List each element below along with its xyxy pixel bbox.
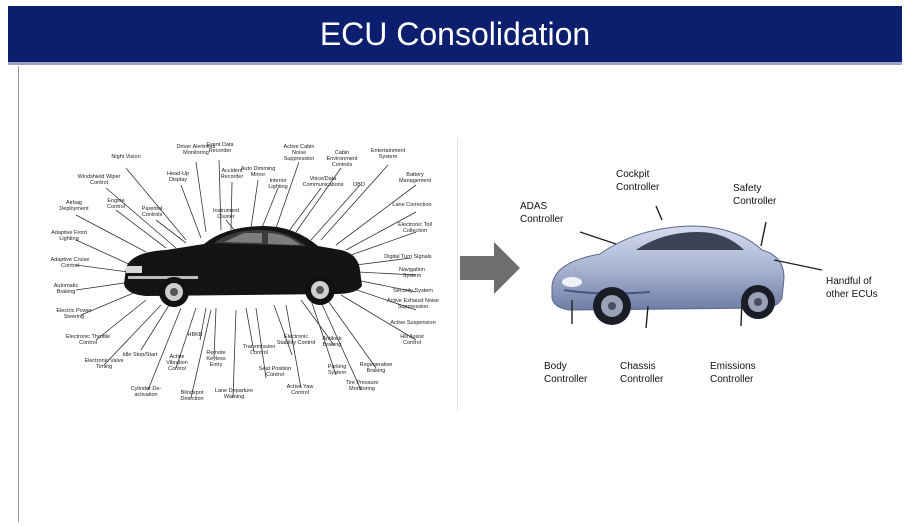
- label-handful-other-ecus: Handful of other ECUs: [826, 276, 878, 300]
- label-entertainment-system: Entertainment System: [370, 148, 406, 160]
- label-automatic-braking: Automatic Braking: [53, 283, 79, 295]
- label-adas-controller: ADAS Controller: [520, 201, 564, 225]
- label-adaptive-cruise: Adaptive Cruise Control: [50, 257, 90, 269]
- label-electronic-throttle: Electronic Throttle Control: [65, 334, 111, 346]
- left-margin-line: [18, 66, 19, 522]
- label-event-data-recorder: Event Data Recorder: [206, 142, 234, 154]
- label-active-yaw: Active Yaw Control: [286, 384, 314, 396]
- label-windshield-wiper: Windshield Wiper Control: [77, 174, 121, 186]
- callout-lines: [75, 159, 417, 399]
- many-ecus-panel: Night Vision Driver Alertness Monitoring…: [36, 140, 456, 410]
- label-security-system: Security System: [393, 288, 433, 294]
- label-airbag: Airbag Deployment: [59, 200, 89, 212]
- label-tire-pressure: Tire Pressure Monitoring: [345, 380, 379, 392]
- label-body-controller: Body Controller: [544, 361, 588, 385]
- label-antilock-braking: Antilock Braking: [322, 336, 342, 348]
- label-active-exhaust: Active Exhaust Noise Suppression: [387, 298, 439, 310]
- label-digital-turn-signals: Digital Turn Signals: [384, 254, 432, 260]
- label-voice-data: Voice/Data Communications: [302, 176, 344, 188]
- title-banner: ECU Consolidation: [8, 6, 902, 62]
- label-regenerative-braking: Regenerative Braking: [359, 362, 393, 374]
- panel-divider: [457, 138, 458, 410]
- label-obd: OBD: [353, 182, 365, 188]
- label-electronic-valve-timing: Electronic Valve Timing: [84, 358, 124, 370]
- label-head-up-display: Head-Up Display: [166, 171, 189, 183]
- label-active-cabin-noise: Active Cabin Noise Suppression: [283, 144, 315, 162]
- label-active-suspension: Active Suspension: [390, 320, 436, 326]
- label-emissions-controller: Emissions Controller: [710, 361, 756, 385]
- label-night-vision: Night Vision: [111, 154, 141, 160]
- label-blindspot-detection: Blindspot Detection: [180, 390, 204, 402]
- label-lane-correction: Lane Correction: [392, 202, 432, 208]
- page-title: ECU Consolidation: [319, 15, 591, 52]
- black-car-silhouette: [124, 226, 362, 307]
- label-adaptive-front-lighting: Adaptive Front Lighting: [51, 230, 87, 242]
- label-navigation-system: Navigation System: [399, 267, 425, 279]
- label-seat-position: Seat Position Control: [258, 366, 292, 378]
- silver-car: [551, 225, 785, 325]
- label-transmission-control: Transmission Control: [242, 344, 276, 356]
- label-active-vibration: Active Vibration Control: [166, 354, 188, 372]
- label-interior-lighting: Interior Lighting: [268, 178, 288, 190]
- label-parking-system: Parking System: [327, 364, 347, 376]
- label-driver-alertness: Driver Alertness Monitoring: [176, 144, 216, 156]
- label-hill-assist: Hill Assist Control: [400, 334, 424, 346]
- controller-leader-lines: [571, 205, 823, 329]
- ecu-spider-diagram: [75, 159, 417, 399]
- label-lane-departure: Lane Departure Warning: [214, 388, 254, 400]
- label-hbkb: HBKB: [187, 332, 203, 338]
- label-instrument-cluster: Instrument Cluster: [213, 208, 239, 220]
- label-safety-controller: Safety Controller: [733, 183, 777, 207]
- label-battery-management: Battery Management: [398, 172, 432, 184]
- label-parental-controls: Parental Controls: [141, 206, 163, 218]
- label-remote-keyless: Remote Keyless Entry: [206, 350, 226, 368]
- label-chassis-controller: Chassis Controller: [620, 361, 664, 385]
- label-cylinder-deactivation: Cylinder De-activation: [130, 386, 162, 398]
- label-cockpit-controller: Cockpit Controller: [616, 169, 660, 193]
- header-divider: [8, 62, 902, 65]
- label-cabin-environment: Cabin Environment Controls: [326, 150, 358, 168]
- label-electric-power-steering: Electric Power Steering: [56, 308, 92, 320]
- label-electronic-toll: Electronic Toll Collection: [398, 222, 432, 234]
- label-auto-dimming: Auto Dimming Mirror: [240, 166, 276, 178]
- label-engine-control: Engine Control: [107, 198, 125, 210]
- label-idle-stop-start: Idle Stop/Start: [122, 352, 158, 358]
- label-electronic-stability: Electronic Stability Control: [276, 334, 316, 346]
- label-accident-recorder: Accident Recorder: [220, 168, 244, 180]
- right-arrow-icon: [460, 242, 520, 294]
